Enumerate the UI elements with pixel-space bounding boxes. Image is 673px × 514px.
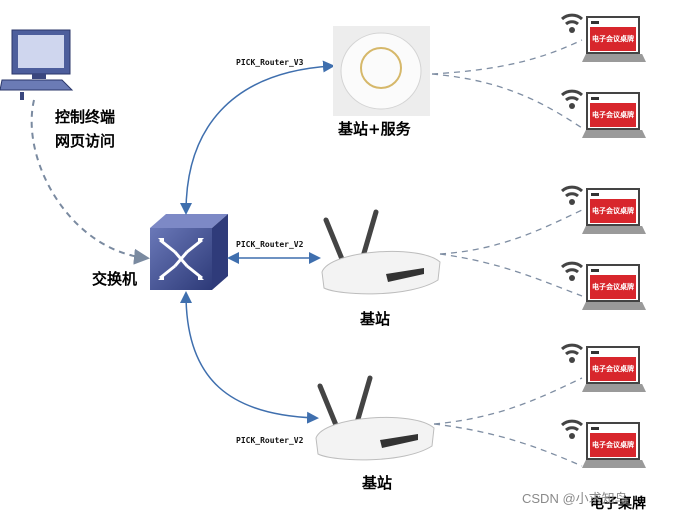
ceiling-access-point-icon <box>333 26 430 116</box>
wifi-icon <box>561 261 583 281</box>
desk-sign-screen: 电子会议桌牌 <box>586 264 640 302</box>
wifi-icon <box>561 419 583 439</box>
computer-icon <box>0 29 74 100</box>
web-access-label: 网页访问 <box>55 132 116 150</box>
desk-sign-banner: 电子会议桌牌 <box>590 199 636 223</box>
desk-sign: 电子会议桌牌 <box>560 185 660 250</box>
desk-sign-banner: 电子会议桌牌 <box>590 357 636 381</box>
wifi-icon <box>561 185 583 205</box>
desk-sign-screen: 电子会议桌牌 <box>586 92 640 130</box>
desk-sign-banner: 电子会议桌牌 <box>590 27 636 51</box>
router-icon <box>315 375 435 461</box>
desk-sign-banner: 电子会议桌牌 <box>590 103 636 127</box>
base-station-bottom-label: 基站 <box>362 474 393 492</box>
desk-sign: 电子会议桌牌 <box>560 419 660 484</box>
wifi-icon <box>561 343 583 363</box>
link-bottom <box>180 291 319 424</box>
control-terminal-label: 控制终端 <box>55 108 116 126</box>
desk-sign-screen: 电子会议桌牌 <box>586 422 640 460</box>
base-station-mid-label: 基站 <box>360 310 391 328</box>
desk-sign-screen: 电子会议桌牌 <box>586 188 640 226</box>
desk-sign-caption: 电子桌牌 <box>590 496 646 512</box>
link-mid-label: PICK_Router_V2 <box>236 240 304 249</box>
desk-sign: 电子会议桌牌 <box>560 343 660 408</box>
switch-label: 交换机 <box>92 270 138 288</box>
desk-sign: 电子会议桌牌 <box>560 261 660 326</box>
desk-sign: 电子会议桌牌 <box>560 89 660 154</box>
wifi-icon <box>561 89 583 109</box>
wifi-icon <box>561 13 583 33</box>
wireless-links <box>431 39 583 467</box>
link-bottom-label: PICK_Router_V2 <box>236 436 304 445</box>
router-icon <box>321 209 441 295</box>
desk-sign-screen: 电子会议桌牌 <box>586 346 640 384</box>
watermark: CSDN @小求知鸟 <box>522 491 628 506</box>
link-top-label: PICK_Router_V3 <box>236 58 304 67</box>
desk-sign-banner: 电子会议桌牌 <box>590 433 636 457</box>
desk-sign: 电子会议桌牌 <box>560 13 660 78</box>
desk-sign-banner: 电子会议桌牌 <box>590 275 636 299</box>
switch-icon <box>150 214 228 290</box>
base-station-server-label: 基站+服务 <box>338 120 411 138</box>
desk-sign-screen: 电子会议桌牌 <box>586 16 640 54</box>
link-top <box>180 60 335 215</box>
